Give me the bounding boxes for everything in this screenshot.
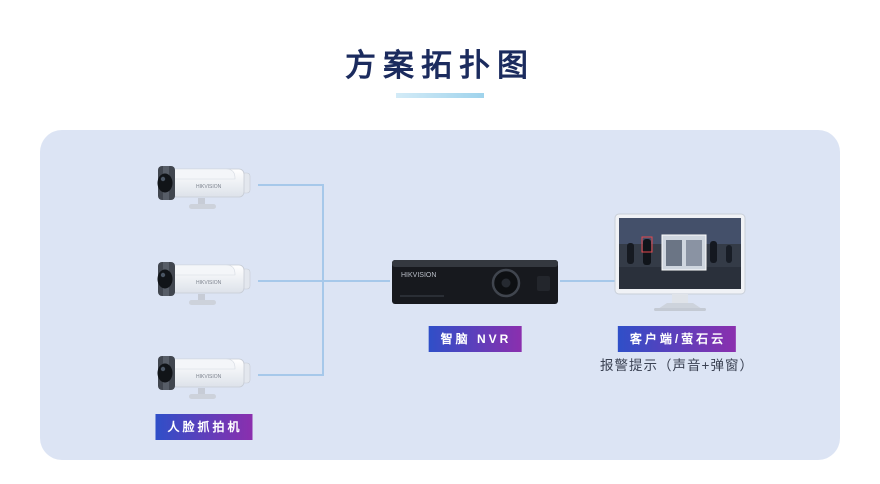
nvr-node: HIKVISION	[390, 250, 560, 312]
page-title: 方案拓扑图	[345, 48, 535, 83]
connector-vertical-bus	[322, 184, 324, 376]
nvr-device-icon: HIKVISION	[392, 260, 558, 304]
bullet-camera-icon: HIKVISION	[152, 252, 256, 310]
alarm-hint-text: 报警提示（声音+弹窗）	[600, 358, 754, 373]
connector-camera2-to-nvr	[258, 280, 390, 282]
bullet-camera-icon: HIKVISION	[152, 346, 256, 404]
camera-brand-text: HIKVISION	[196, 374, 222, 380]
camera-node-3: HIKVISION	[152, 346, 256, 404]
bullet-camera-icon: HIKVISION	[152, 156, 256, 214]
camera-node-2: HIKVISION	[152, 252, 256, 310]
connector-camera3	[258, 374, 322, 376]
camera-brand-text: HIKVISION	[196, 184, 222, 190]
topology-panel: HIKVISION HIKVISION HIKVISION	[40, 130, 840, 460]
cameras-label: 人脸抓拍机	[155, 414, 253, 440]
client-node	[614, 213, 746, 313]
nvr-label: 智脑 NVR	[428, 326, 522, 352]
connector-camera1	[258, 184, 322, 186]
connector-nvr-to-client	[560, 280, 616, 282]
title-underline	[396, 93, 484, 98]
camera-brand-text: HIKVISION	[196, 280, 222, 286]
monitor-icon	[614, 213, 746, 311]
client-label: 客户端/萤石云	[617, 326, 737, 352]
camera-node-1: HIKVISION	[152, 156, 256, 214]
nvr-brand-text: HIKVISION	[401, 272, 436, 279]
